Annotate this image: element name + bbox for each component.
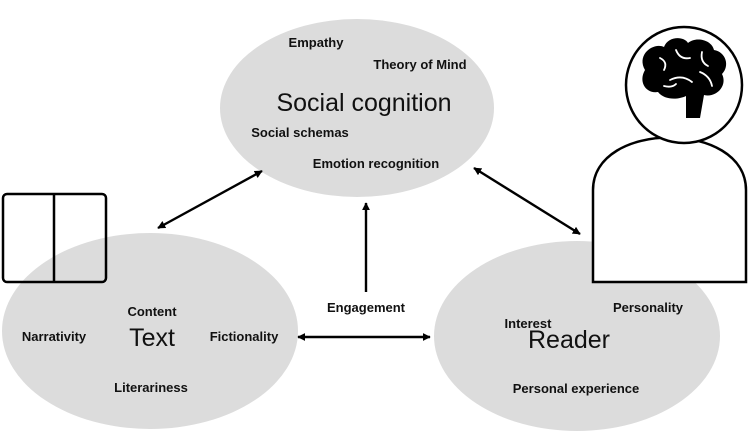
book-icon [1,192,108,284]
item-emotion-recognition: Emotion recognition [313,156,439,171]
item-social-schemas: Social schemas [251,125,349,140]
arrow-text-social [157,169,263,230]
item-personality: Personality [613,300,684,315]
item-empathy: Empathy [289,35,345,50]
reader-title: Reader [528,326,610,354]
arrow-social-reader [473,166,581,236]
brain-icon [642,38,727,118]
item-content: Content [127,304,177,319]
item-theory-of-mind: Theory of Mind [373,57,466,72]
item-interest: Interest [505,316,553,331]
social-cognition-title: Social cognition [276,89,451,117]
item-narrativity: Narrativity [22,329,87,344]
item-fictionality: Fictionality [210,329,279,344]
reader-ellipse [434,241,720,431]
social-cognition-ellipse [220,19,494,197]
item-literariness: Literariness [114,380,188,395]
text-title: Text [129,324,175,352]
engagement-label: Engagement [327,300,406,315]
item-personal-experience: Personal experience [513,381,639,396]
